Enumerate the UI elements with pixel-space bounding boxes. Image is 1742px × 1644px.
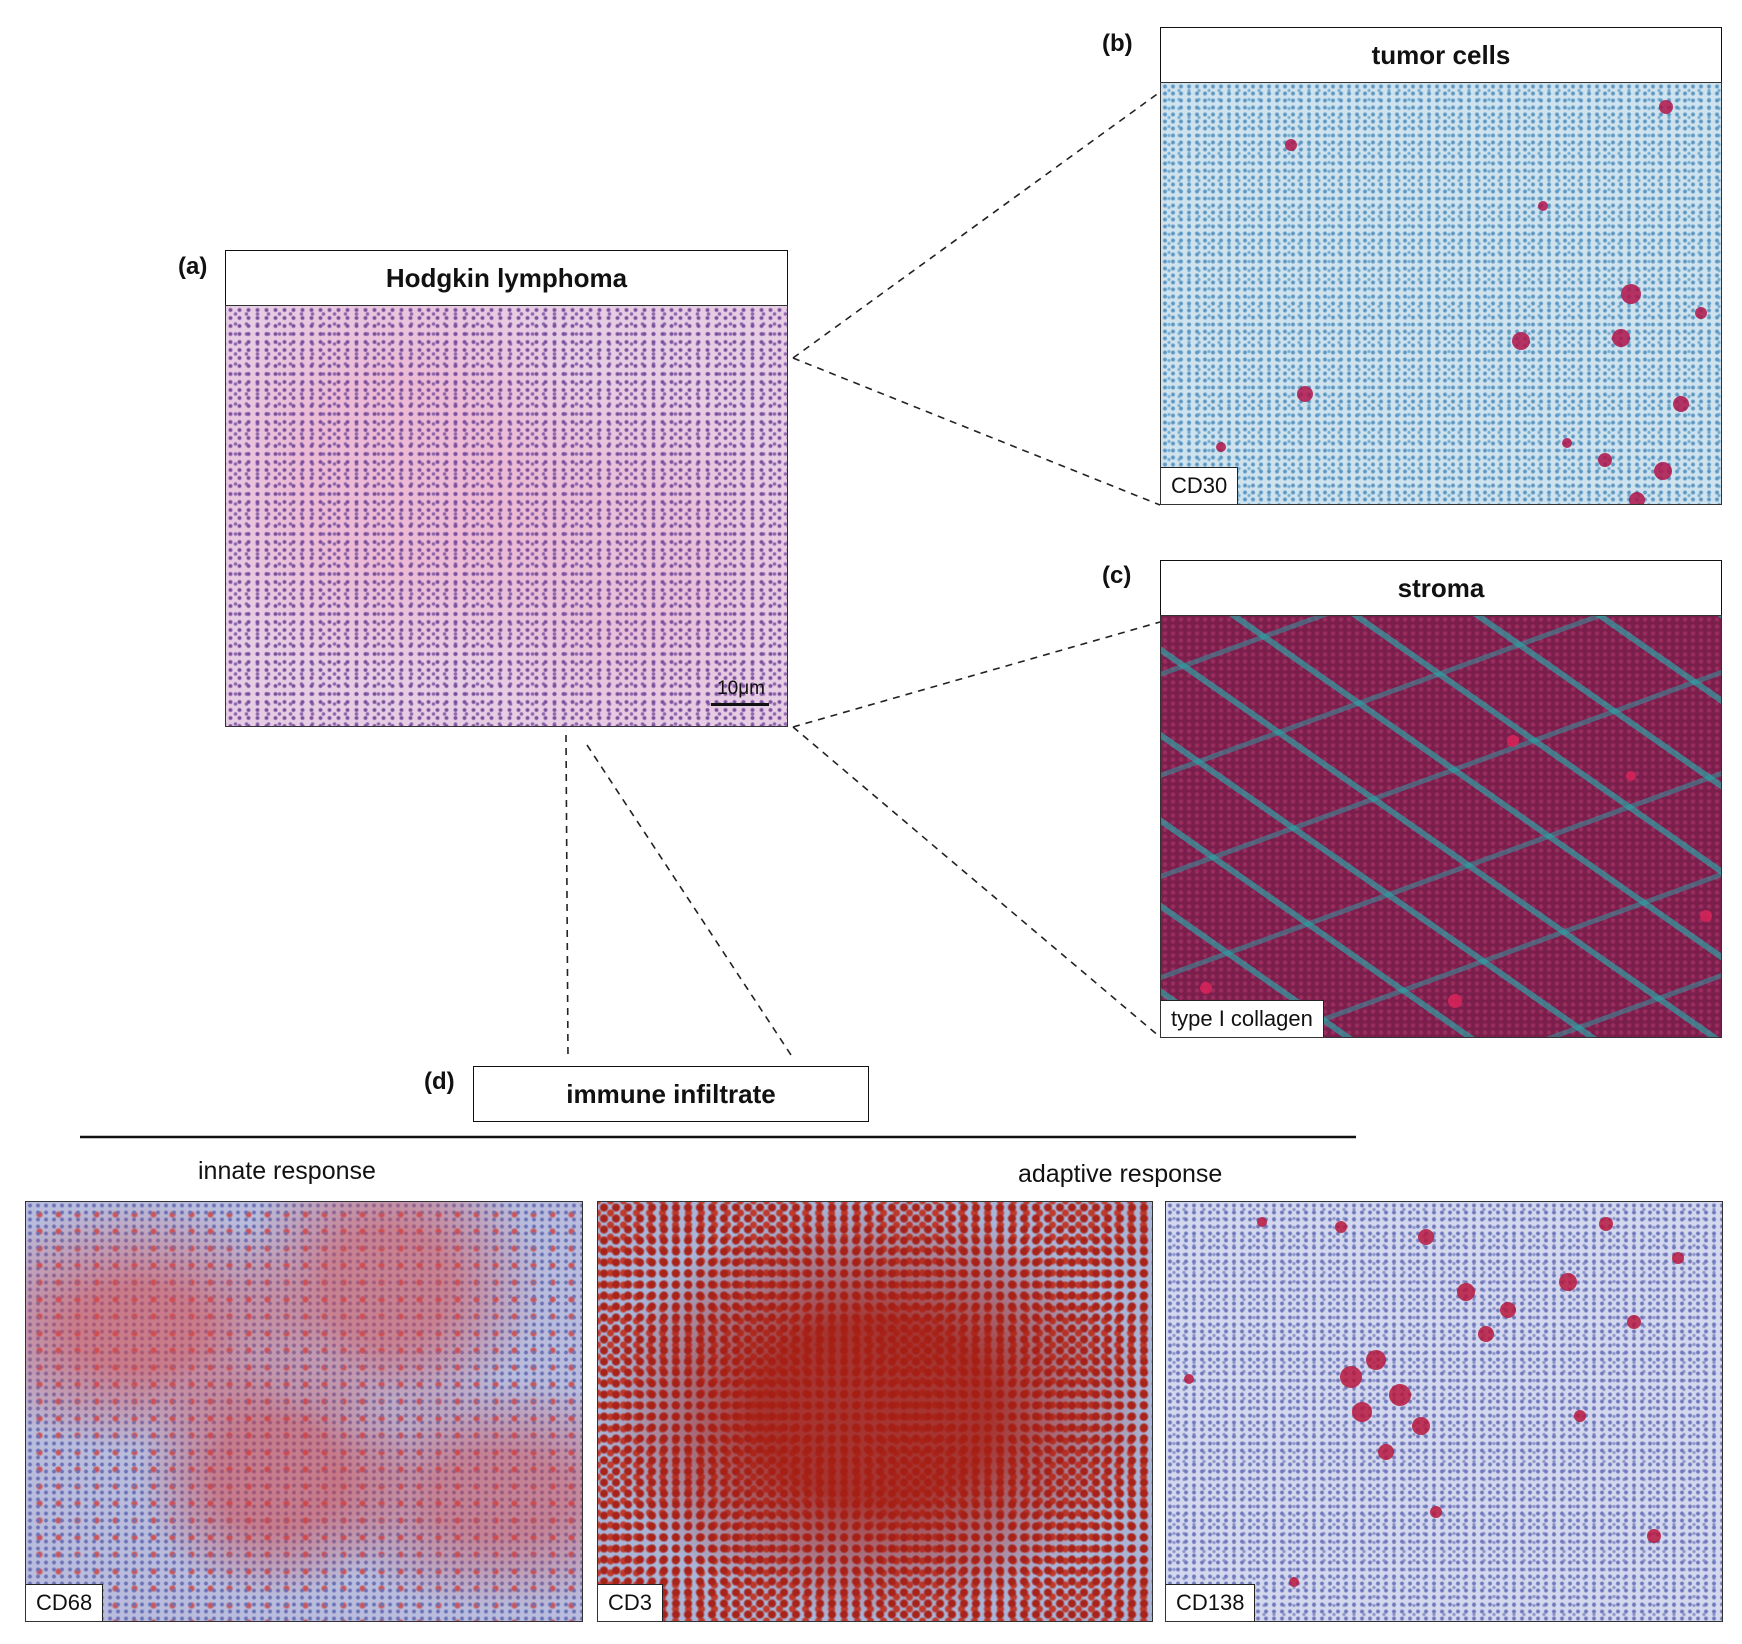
adaptive-response-label: adaptive response bbox=[1018, 1160, 1223, 1188]
connector-a-b-bottom bbox=[792, 357, 1161, 506]
cd68-micrograph: CD68 bbox=[25, 1201, 583, 1622]
cd30-micrograph: CD30 bbox=[1160, 82, 1722, 505]
cd138-texture bbox=[1166, 1202, 1722, 1621]
cd138-label: CD138 bbox=[1166, 1584, 1256, 1621]
panel-a-letter: (a) bbox=[178, 253, 208, 280]
panel-b-title: tumor cells bbox=[1160, 27, 1722, 83]
scale-bar bbox=[711, 703, 769, 706]
collagen-micrograph: type I collagen bbox=[1160, 615, 1722, 1038]
connector-a-c-top bbox=[792, 621, 1161, 728]
connector-a-b-top bbox=[792, 91, 1161, 359]
panel-b-letter: (b) bbox=[1102, 30, 1133, 57]
cd3-texture bbox=[598, 1202, 1152, 1621]
cd3-micrograph: CD3 bbox=[597, 1201, 1153, 1622]
collagen-texture bbox=[1161, 616, 1721, 1037]
panel-a-title: Hodgkin lymphoma bbox=[225, 250, 788, 306]
he-micrograph: 10μm bbox=[225, 305, 788, 727]
he-texture bbox=[226, 306, 787, 726]
connector-a-d-left bbox=[565, 734, 569, 1059]
panel-d-letter: (d) bbox=[424, 1068, 455, 1095]
innate-response-label: innate response bbox=[198, 1157, 376, 1185]
panel-c-letter: (c) bbox=[1102, 562, 1132, 589]
connector-a-c-bottom bbox=[792, 726, 1161, 1038]
cd3-label: CD3 bbox=[598, 1584, 664, 1621]
cd68-label: CD68 bbox=[26, 1584, 104, 1621]
cd138-micrograph: CD138 bbox=[1165, 1201, 1723, 1622]
panel-d-title: immune infiltrate bbox=[473, 1066, 869, 1122]
cd30-label: CD30 bbox=[1161, 467, 1239, 504]
cd30-texture bbox=[1161, 83, 1721, 504]
collagen-label: type I collagen bbox=[1161, 1000, 1324, 1037]
cd68-texture bbox=[26, 1202, 582, 1621]
panel-c-title: stroma bbox=[1160, 560, 1722, 616]
scale-bar-label: 10μm bbox=[717, 678, 765, 699]
connector-a-d-right bbox=[586, 744, 794, 1059]
